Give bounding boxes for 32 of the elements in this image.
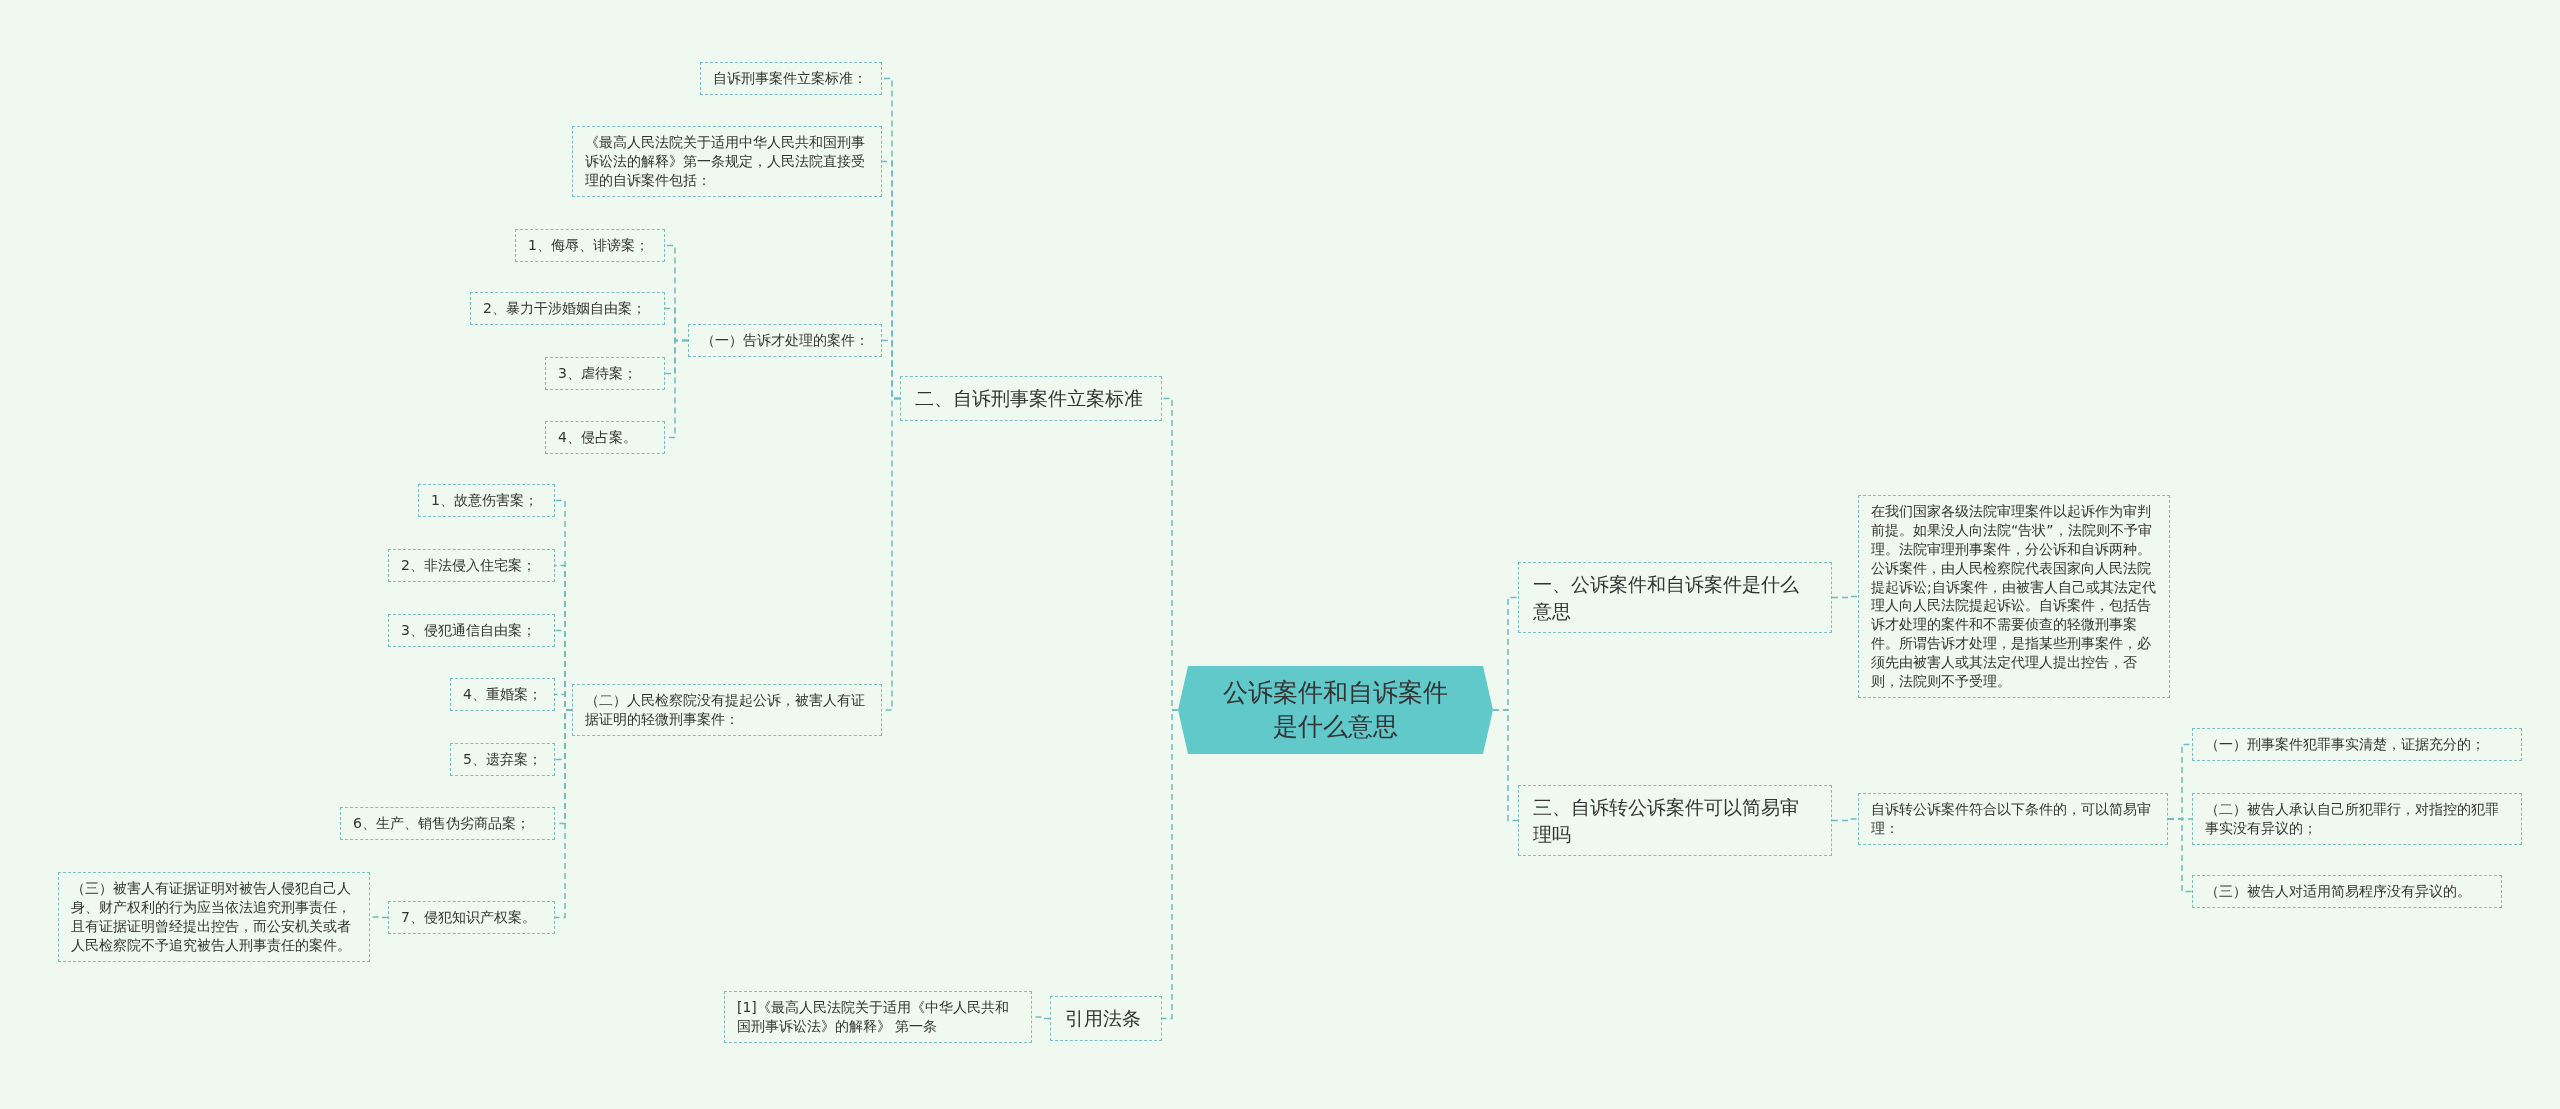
subtopic-box: （二）被告人承认自己所犯罪行，对指控的犯罪事实没有异议的； (2192, 793, 2522, 845)
subtopic-box: （一）告诉才处理的案件： (688, 324, 882, 357)
branch-topic-box: 一、公诉案件和自诉案件是什么意思 (1518, 562, 1832, 634)
connector-line (1831, 818, 1859, 822)
subtopic-box: 自诉转公诉案件符合以下条件的，可以简易审理： (1858, 793, 2168, 845)
subtopic-box: 在我们国家各级法院审理案件以起诉作为审判前提。如果没人向法院“告状”，法院则不予审理。法院审理刑事案件，分公诉和自诉两种。公诉案件，由人民检察院代表国家向人民法院提起诉讼;自诉案件，由被害人自己或其法定代理人向人民法院提起诉讼。自诉案件，包括告诉才处理的案件和不需要侦查的轻微刑事案件。所谓告诉才处理，是指某些刑事案件，必须先由被害人或其法定代理人提出控告，否则，法院则不予受理。 (1858, 495, 2170, 698)
subtopic-box: 2、非法侵入住宅案； (388, 549, 555, 582)
subtopic-box: 2、暴力干涉婚姻自由案； (470, 292, 665, 325)
subtopic-box: 3、虐待案； (545, 357, 665, 390)
subtopic-box: 3、侵犯通信自由案； (388, 614, 555, 647)
connector-line (1492, 709, 1519, 822)
subtopic-box: 1、侮辱、诽谤案； (515, 229, 665, 262)
subtopic-box: 4、侵占案。 (545, 421, 665, 454)
subtopic-box: 自诉刑事案件立案标准： (700, 62, 882, 95)
subtopic-box: （二）人民检察院没有提起公诉，被害人有证据证明的轻微刑事案件： (572, 684, 882, 736)
connector-line (2167, 818, 2193, 893)
branch-topic-box: 引用法条 (1050, 996, 1162, 1041)
connector-line (554, 709, 573, 919)
subtopic-box: 5、遗弃案； (450, 743, 555, 776)
branch-topic-box: 二、自诉刑事案件立案标准 (900, 376, 1162, 421)
subtopic-box: 《最高人民法院关于适用中华人民共和国刑事诉讼法的解释》第一条规定，人民法院直接受理的自诉案件包括： (572, 126, 882, 197)
subtopic-box: 6、生产、销售伪劣商品案； (340, 807, 555, 840)
connector-line (1161, 709, 1179, 1020)
subtopic-box: （三）被害人有证据证明对被告人侵犯自己人身、财产权利的行为应当依法追究刑事责任，且有证据证明曾经提出控告，而公安机关或者人民检察院不予追究被告人刑事责任的案件。 (58, 872, 370, 962)
subtopic-box: （三）被告人对适用简易程序没有异议的。 (2192, 875, 2502, 908)
subtopic-box: 1、故意伤害案； (418, 484, 555, 517)
connector-line (1831, 595, 1859, 599)
subtopic-box: （一）刑事案件犯罪事实清楚，证据充分的； (2192, 728, 2522, 761)
branch-topic-box: 三、自诉转公诉案件可以简易审理吗 (1518, 785, 1832, 857)
subtopic-box: 7、侵犯知识产权案。 (388, 901, 555, 934)
subtopic-box: 4、重婚案； (450, 678, 555, 711)
subtopic-box: [1]《最高人民法院关于适用《中华人民共和国刑事诉讼法》的解释》 第一条 (724, 991, 1032, 1043)
